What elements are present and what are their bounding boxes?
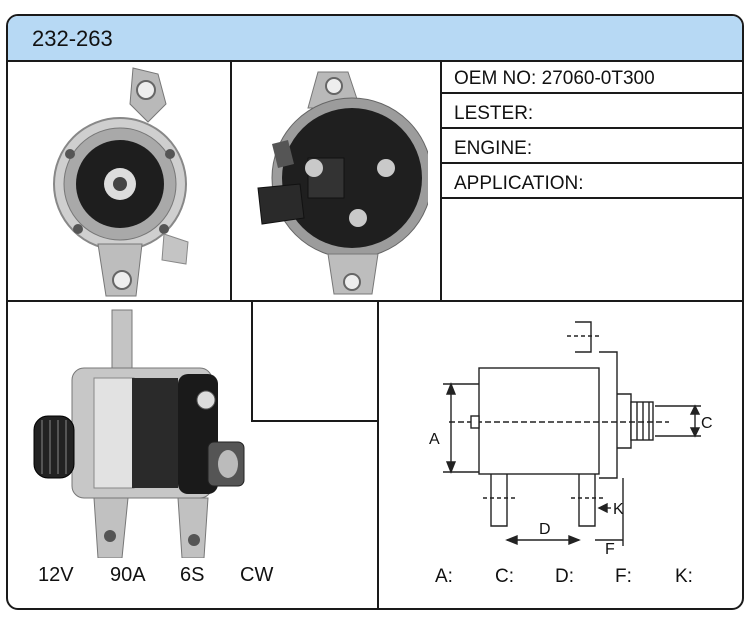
grid-line — [440, 60, 442, 300]
grid-line — [8, 300, 742, 302]
amperage-value: 90A — [110, 564, 146, 586]
lester-row: LESTER: — [454, 103, 742, 125]
grid-line — [440, 92, 742, 94]
dimension-drawing: A C D F K — [429, 321, 713, 556]
grid-line — [440, 197, 742, 199]
application-row: APPLICATION: — [454, 173, 742, 195]
grid-line — [440, 162, 742, 164]
dim-label-c: C: — [495, 566, 514, 587]
spec-values: 12V 90A 6S CW — [8, 564, 273, 590]
grid-line — [230, 60, 232, 300]
lester-label: LESTER: — [454, 103, 534, 124]
dimension-labels: A: C: D: F: K: — [379, 566, 742, 592]
oem-value: 27060-0T300 — [541, 68, 655, 89]
rotation-value: CW — [240, 564, 274, 586]
dim-mark-c: C — [701, 415, 713, 432]
dim-mark-f: F — [605, 541, 615, 556]
oem-row: OEM NO: 27060-0T300 — [454, 68, 742, 90]
alternator-side-photo — [33, 309, 245, 558]
header-bar: 232-263 — [8, 16, 742, 62]
dim-label-a: A: — [435, 566, 453, 587]
grid-line — [377, 300, 379, 608]
dim-mark-d: D — [539, 521, 551, 538]
application-label: APPLICATION: — [454, 173, 584, 194]
grid-line — [251, 300, 253, 422]
voltage-value: 12V — [38, 564, 74, 586]
oem-label: OEM NO: — [454, 68, 537, 89]
engine-label: ENGINE: — [454, 138, 533, 159]
dim-label-d: D: — [555, 566, 574, 587]
engine-row: ENGINE: — [454, 138, 742, 160]
alternator-rear-photo — [257, 71, 428, 295]
dim-label-k: K: — [675, 566, 693, 587]
dim-mark-a: A — [429, 431, 440, 448]
grid-line — [440, 127, 742, 129]
grid-line — [251, 420, 379, 422]
part-number: 232-263 — [32, 26, 113, 51]
dim-mark-k: K — [613, 501, 624, 518]
alternator-front-photo — [53, 67, 189, 297]
dim-label-f: F: — [615, 566, 632, 587]
spec-sheet: 232-263 OEM NO: 27060-0T300 LESTER: ENGI… — [6, 14, 744, 610]
pulley-value: 6S — [180, 564, 205, 586]
